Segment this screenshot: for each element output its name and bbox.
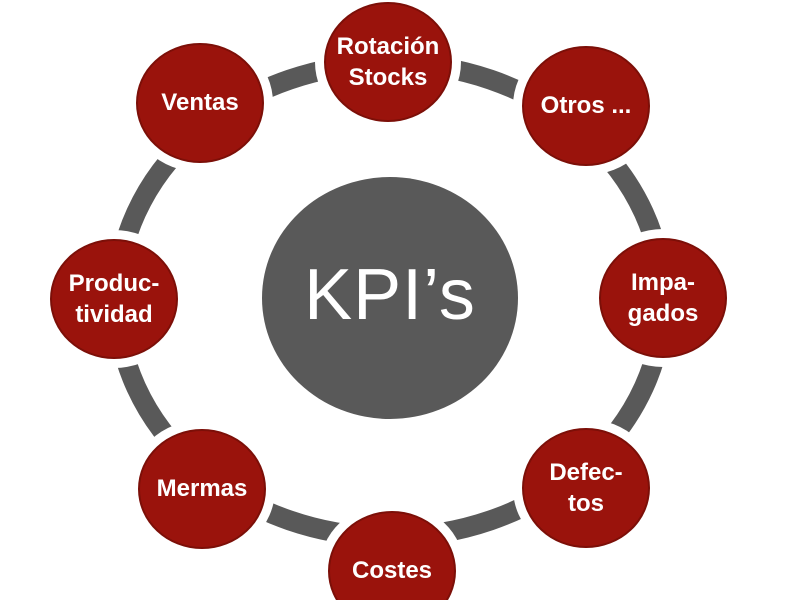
- kpi-node-rotacion-stocks: Rotación Stocks: [324, 2, 452, 122]
- kpi-node-rotacion-stocks-label: Rotación Stocks: [336, 32, 440, 91]
- kpi-node-impagados: Impa- gados: [599, 238, 727, 358]
- kpi-node-otros: Otros ...: [522, 46, 650, 166]
- kpi-node-productividad: Produc- tividad: [50, 239, 178, 359]
- center-label: KPI’s: [304, 255, 476, 335]
- center-circle: KPI’s: [262, 177, 518, 419]
- kpi-node-costes: Costes: [328, 511, 456, 600]
- kpi-node-defectos-label: Defec- tos: [549, 458, 623, 517]
- kpi-node-ventas-label: Ventas: [161, 89, 239, 117]
- kpi-node-mermas: Mermas: [138, 429, 266, 549]
- kpi-node-ventas: Ventas: [136, 43, 264, 163]
- kpi-node-otros-label: Otros ...: [540, 92, 632, 120]
- kpi-node-productividad-label: Produc- tividad: [68, 269, 160, 328]
- kpi-node-mermas-label: Mermas: [156, 475, 248, 503]
- kpi-node-costes-label: Costes: [351, 557, 433, 585]
- kpi-node-impagados-label: Impa- gados: [627, 268, 699, 327]
- kpi-node-defectos: Defec- tos: [522, 428, 650, 548]
